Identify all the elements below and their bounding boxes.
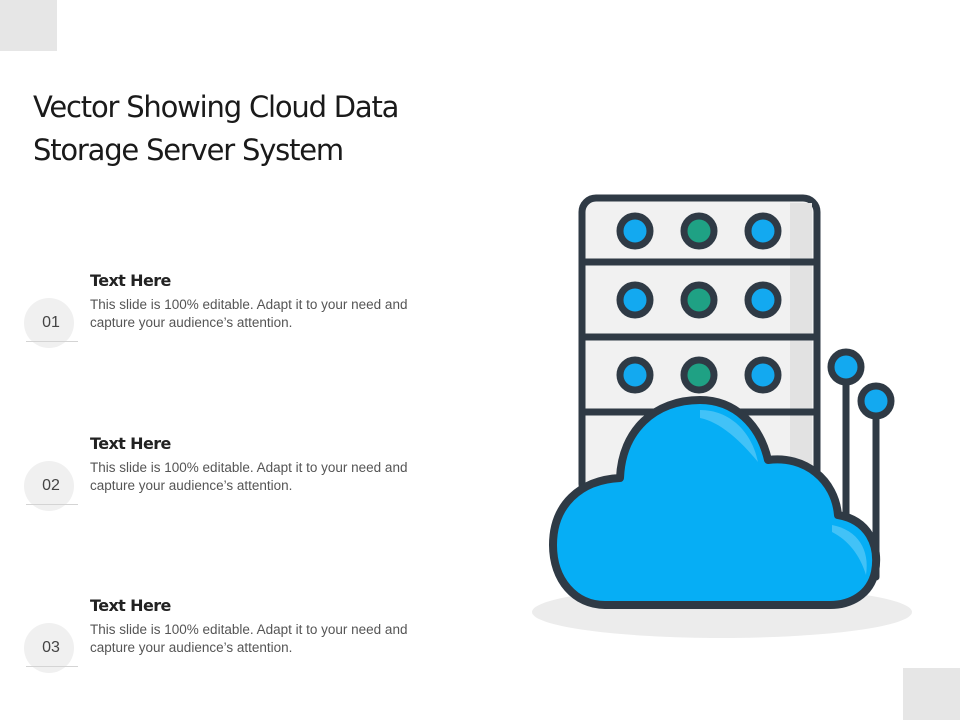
badge-number: 03 — [42, 639, 60, 656]
cloud-highlight — [700, 410, 758, 462]
point-body: This slide is 100% editable. Adapt it to… — [90, 297, 408, 330]
point-heading: Text Here — [90, 596, 171, 615]
number-badge: 02 — [24, 461, 78, 515]
badge-circle — [24, 623, 74, 673]
title-line-1: Vector Showing Cloud Data — [33, 90, 399, 124]
server-side-shade — [790, 203, 812, 493]
badge-number: 02 — [42, 477, 60, 494]
point-heading: Text Here — [90, 271, 171, 290]
badge-underline — [26, 341, 78, 342]
title-line-2: Storage Server System — [33, 133, 344, 167]
led-blue-icon — [616, 281, 654, 319]
led-green-icon — [680, 356, 718, 394]
badge-underline — [26, 504, 78, 505]
cloud-shape — [549, 396, 880, 609]
antenna-node-icon — [827, 348, 865, 386]
list-item: 01 Text Here This slide is 100% editable… — [0, 270, 460, 380]
number-badge: 03 — [24, 623, 78, 677]
badge-circle — [24, 298, 74, 348]
point-body: This slide is 100% editable. Adapt it to… — [90, 460, 408, 493]
antenna-node-icon — [857, 382, 895, 420]
cloud-server-icon — [532, 194, 912, 638]
badge-number: 01 — [42, 314, 60, 331]
led-green-icon — [680, 212, 718, 250]
badge-circle — [24, 461, 74, 511]
led-blue-icon — [616, 356, 654, 394]
number-badge: 01 — [24, 298, 78, 352]
cloud-server-illustration — [520, 180, 920, 650]
led-blue-icon — [744, 356, 782, 394]
corner-decoration-top-left — [0, 0, 57, 51]
led-blue-icon — [744, 212, 782, 250]
led-green-icon — [680, 281, 718, 319]
badge-underline — [26, 666, 78, 667]
list-item: 03 Text Here This slide is 100% editable… — [0, 595, 460, 705]
antenna-icon — [827, 348, 895, 581]
cloud-icon — [549, 396, 880, 609]
point-body: This slide is 100% editable. Adapt it to… — [90, 622, 408, 655]
list-item: 02 Text Here This slide is 100% editable… — [0, 433, 460, 543]
cloud-highlight — [832, 525, 867, 575]
led-blue-icon — [744, 281, 782, 319]
corner-decoration-bottom-right — [903, 668, 960, 720]
point-heading: Text Here — [90, 434, 171, 453]
led-blue-icon — [616, 212, 654, 250]
